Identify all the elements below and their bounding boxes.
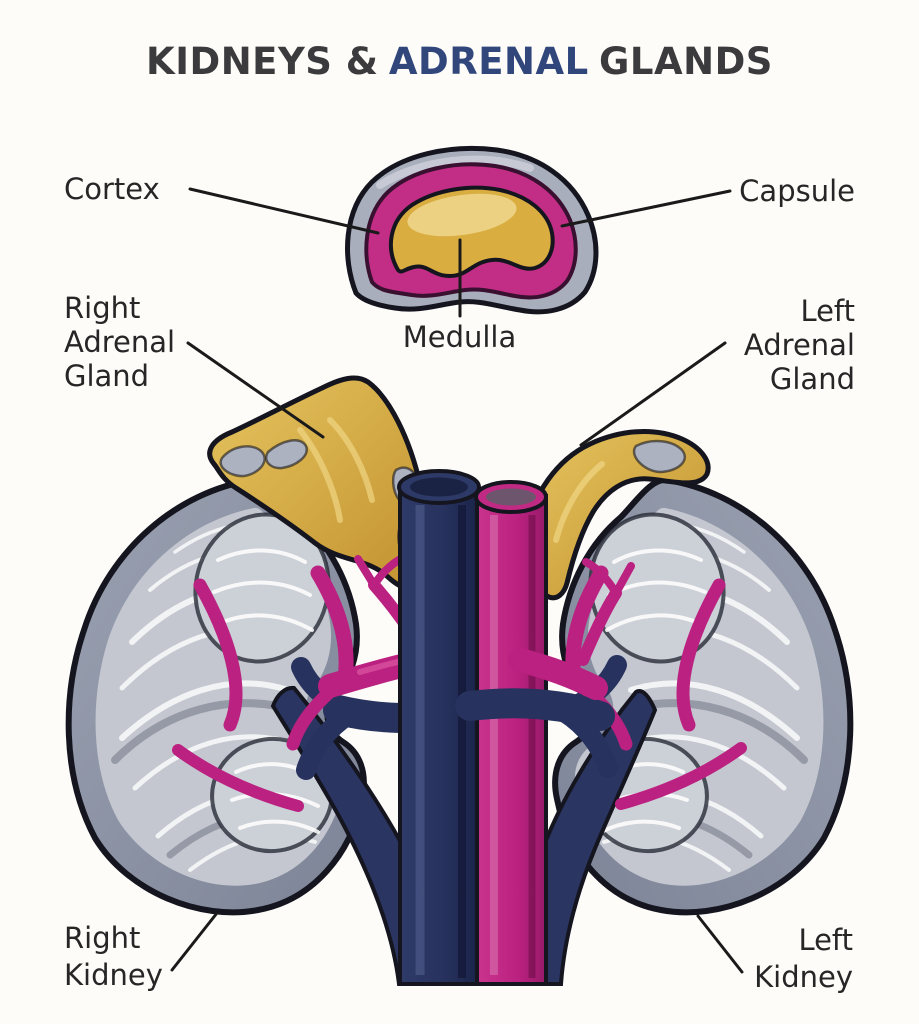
cortex-label: Cortex [64, 172, 160, 206]
capsule-leader-line [560, 189, 732, 228]
title-part-glands: GLANDS [599, 40, 773, 83]
right-adrenal-leader-line [186, 341, 325, 439]
inferior-vena-cava [397, 469, 481, 986]
leader-lines [170, 187, 744, 974]
cortex-leader-line [188, 187, 380, 235]
right-kidney-leader-line [170, 911, 219, 972]
left-adrenal-leader-line [579, 341, 727, 447]
adrenal-cross-section [345, 145, 599, 315]
left-kidney-leader-line [696, 914, 744, 974]
capsule-label: Capsule [739, 174, 855, 208]
right-adrenal-gland-label: Right Adrenal Gland [64, 291, 176, 393]
right-kidney-label: Right Kidney [64, 921, 163, 992]
title-part-kidneys: KIDNEYS & [146, 40, 379, 83]
title-part-adrenal: ADRENAL [388, 40, 589, 83]
medulla-label: Medulla [402, 320, 517, 354]
left-adrenal-gland-label: Left Adrenal Gland [743, 294, 855, 396]
left-renal-vein-trunk [455, 688, 615, 731]
left-renal-artery-trunk [508, 558, 635, 700]
abdominal-aorta [474, 480, 548, 986]
left-kidney-label: Left Kidney [754, 923, 853, 994]
